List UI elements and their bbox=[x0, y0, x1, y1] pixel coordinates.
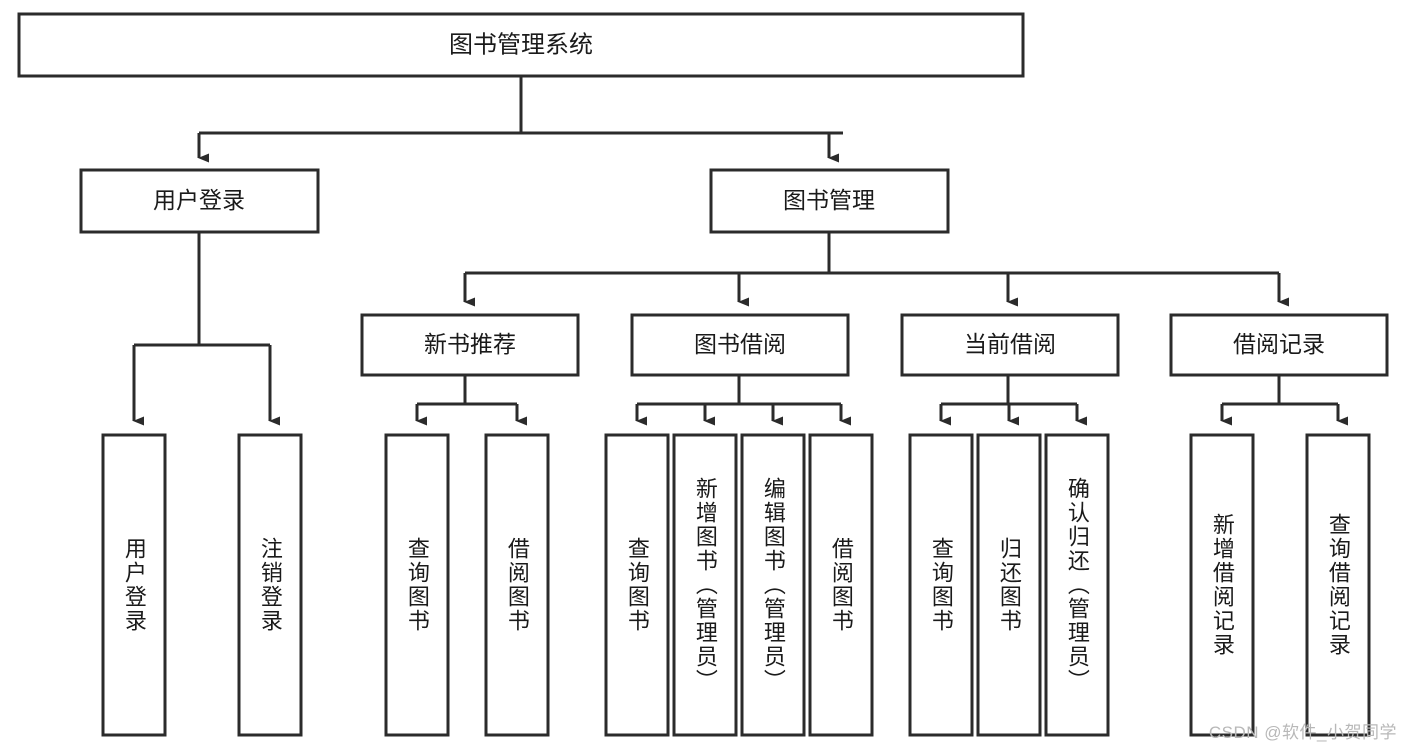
node-user-login[interactable]: 用户登录 bbox=[79, 168, 320, 234]
node-borrow-record[interactable]: 借阅记录 bbox=[1169, 313, 1389, 377]
node-new-book-recommend-label: 新书推荐 bbox=[424, 331, 516, 357]
node-current-borrow-box[interactable] bbox=[900, 313, 1120, 377]
node-borrow-record-label: 借阅记录 bbox=[1233, 331, 1325, 357]
node-book-management-label: 图书管理 bbox=[783, 187, 875, 213]
connectors-currentborrow-to-leaves bbox=[939, 375, 1087, 426]
leaf-borrow-book-1-box[interactable] bbox=[484, 433, 550, 737]
connectors-root-to-level2 bbox=[197, 76, 843, 163]
node-current-borrow[interactable]: 当前借阅 bbox=[900, 313, 1120, 377]
leaf-add-record-box[interactable] bbox=[1189, 433, 1255, 737]
node-user-login-box[interactable] bbox=[79, 168, 320, 234]
connectors-borrowrecord-to-leaves bbox=[1220, 375, 1348, 426]
leaf-user-login-box[interactable] bbox=[101, 433, 167, 737]
connectors-bookmgmt-to-level3 bbox=[463, 232, 1289, 307]
leaf-query-record-box[interactable] bbox=[1305, 433, 1371, 737]
connectors-userlogin-to-leaves bbox=[132, 232, 280, 426]
csdn-watermark: CSDN @软件_小贺同学 bbox=[1208, 723, 1397, 742]
leaf-borrow-book-2-box[interactable] bbox=[808, 433, 874, 737]
leaf-edit-book-box[interactable] bbox=[740, 433, 806, 737]
node-book-borrow-box[interactable] bbox=[630, 313, 850, 377]
node-book-borrow-label: 图书借阅 bbox=[694, 331, 786, 357]
node-book-management-box[interactable] bbox=[709, 168, 950, 234]
node-borrow-record-box[interactable] bbox=[1169, 313, 1389, 377]
leaf-boxes bbox=[101, 433, 1371, 737]
node-book-borrow[interactable]: 图书借阅 bbox=[630, 313, 850, 377]
node-current-borrow-label: 当前借阅 bbox=[964, 331, 1056, 357]
leaf-return-book-box[interactable] bbox=[976, 433, 1042, 737]
connectors-bookborrow-to-leaves bbox=[635, 375, 851, 426]
connectors-newbook-to-leaves bbox=[415, 375, 527, 426]
leaf-add-book-box[interactable] bbox=[672, 433, 738, 737]
node-new-book-recommend[interactable]: 新书推荐 bbox=[360, 313, 580, 377]
leaf-logout-box[interactable] bbox=[237, 433, 303, 737]
node-book-management[interactable]: 图书管理 bbox=[709, 168, 950, 234]
node-system-root-label: 图书管理系统 bbox=[449, 31, 593, 58]
leaf-query-book-3-box[interactable] bbox=[908, 433, 974, 737]
node-user-login-label: 用户登录 bbox=[153, 187, 245, 213]
node-new-book-recommend-box[interactable] bbox=[360, 313, 580, 377]
leaf-confirm-return-box[interactable] bbox=[1044, 433, 1110, 737]
node-system-root-box[interactable] bbox=[17, 12, 1025, 78]
leaf-query-book-2-box[interactable] bbox=[604, 433, 670, 737]
node-system-root[interactable]: 图书管理系统 bbox=[17, 12, 1025, 78]
leaf-query-book-1-box[interactable] bbox=[384, 433, 450, 737]
